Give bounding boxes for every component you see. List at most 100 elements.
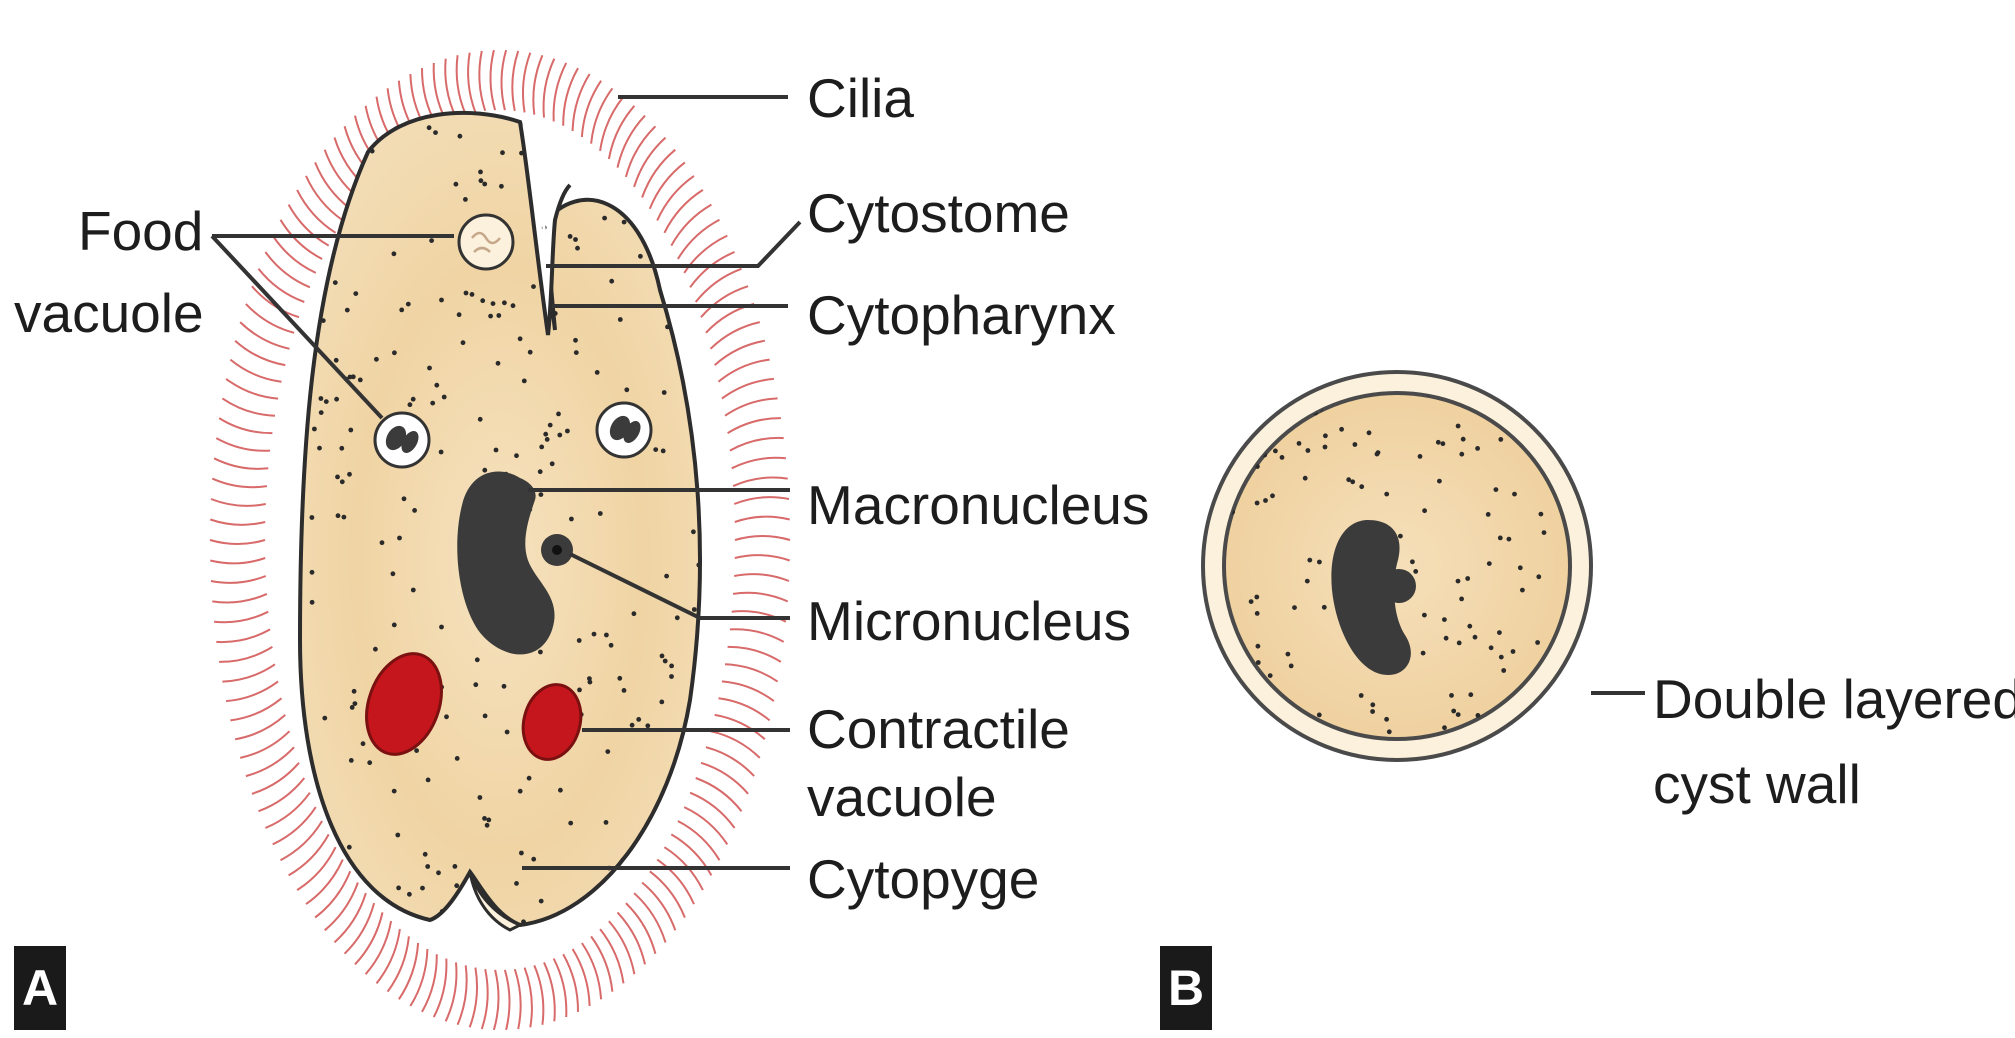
cilium xyxy=(458,965,467,1024)
granule xyxy=(336,513,341,518)
cilium xyxy=(226,681,278,701)
granule xyxy=(351,374,356,379)
granule xyxy=(1289,664,1294,669)
granule xyxy=(1317,560,1322,565)
granule xyxy=(324,399,329,404)
cilium xyxy=(711,731,760,758)
granule xyxy=(1456,424,1461,429)
granule xyxy=(1486,512,1491,517)
granule xyxy=(1476,713,1481,718)
granule xyxy=(1536,574,1541,579)
label-cilia: Cilia xyxy=(807,67,914,129)
granule xyxy=(1459,597,1464,602)
granule xyxy=(617,676,622,681)
cilium xyxy=(505,970,510,1030)
granule xyxy=(553,311,558,316)
cilium xyxy=(725,664,778,681)
granule xyxy=(521,919,526,924)
granule xyxy=(391,571,396,576)
granule xyxy=(482,816,487,821)
micronucleus xyxy=(541,534,573,566)
cilium xyxy=(470,968,477,1028)
granule xyxy=(303,127,308,132)
granule xyxy=(514,881,519,886)
granule xyxy=(1350,479,1355,484)
granule xyxy=(548,423,553,428)
label-cytostome: Cytostome xyxy=(807,182,1070,244)
granule xyxy=(543,432,548,437)
cilium xyxy=(212,479,267,488)
granule xyxy=(488,314,493,319)
granule xyxy=(630,723,635,728)
granule xyxy=(1265,396,1270,401)
granule xyxy=(1322,605,1327,610)
granule xyxy=(1384,492,1389,497)
granule xyxy=(662,390,667,395)
granule xyxy=(568,234,573,239)
granule xyxy=(455,756,460,761)
cilium xyxy=(582,81,601,137)
cilium xyxy=(591,936,612,991)
granule xyxy=(1370,709,1375,714)
granule xyxy=(353,291,358,296)
granule xyxy=(380,540,385,545)
granule xyxy=(494,448,499,453)
granule xyxy=(1468,692,1473,697)
granule xyxy=(519,851,524,856)
panel-b-letter: B xyxy=(1168,960,1204,1016)
label-macronucleus: Macronucleus xyxy=(807,474,1149,536)
granule xyxy=(602,216,607,221)
granule xyxy=(491,301,496,306)
granule xyxy=(1501,668,1506,673)
granule xyxy=(1280,455,1285,460)
granule xyxy=(470,292,475,297)
granule xyxy=(622,688,627,693)
granule xyxy=(691,529,696,534)
granule xyxy=(427,125,432,130)
granule xyxy=(689,374,694,379)
granule xyxy=(1297,441,1302,446)
cilium xyxy=(214,612,268,623)
granule xyxy=(478,170,483,175)
granule xyxy=(374,357,379,362)
cilium xyxy=(515,969,521,1029)
granule xyxy=(502,684,507,689)
granule xyxy=(1451,709,1456,714)
granule xyxy=(442,395,447,400)
cilium xyxy=(523,53,530,113)
granule xyxy=(538,469,543,474)
granule xyxy=(556,412,561,417)
label-contractile-vacuole-line2: vacuole xyxy=(807,766,997,828)
granule xyxy=(395,833,400,838)
granule xyxy=(531,284,536,289)
granule xyxy=(539,445,544,450)
granule xyxy=(1520,588,1525,593)
granule xyxy=(574,350,579,355)
granule xyxy=(687,109,692,114)
granule xyxy=(1303,476,1308,481)
cilium xyxy=(230,698,281,720)
granule xyxy=(361,741,366,746)
cilium xyxy=(735,517,790,522)
cilium xyxy=(216,438,270,451)
granule xyxy=(1353,442,1358,447)
granule xyxy=(669,664,674,669)
granule xyxy=(1473,635,1478,640)
granule xyxy=(624,387,629,392)
granule xyxy=(1558,419,1563,424)
granule xyxy=(1370,702,1375,707)
granule xyxy=(499,184,504,189)
granule xyxy=(595,370,600,375)
granule xyxy=(407,892,412,897)
granule xyxy=(609,279,614,284)
granule xyxy=(310,570,315,575)
cilium xyxy=(725,398,778,415)
label-cytopyge: Cytopyge xyxy=(807,848,1039,910)
granule xyxy=(429,238,434,243)
granule xyxy=(1323,445,1328,450)
granule xyxy=(392,623,397,628)
granule xyxy=(538,650,543,655)
cilium xyxy=(297,190,336,233)
cilium xyxy=(490,50,495,110)
